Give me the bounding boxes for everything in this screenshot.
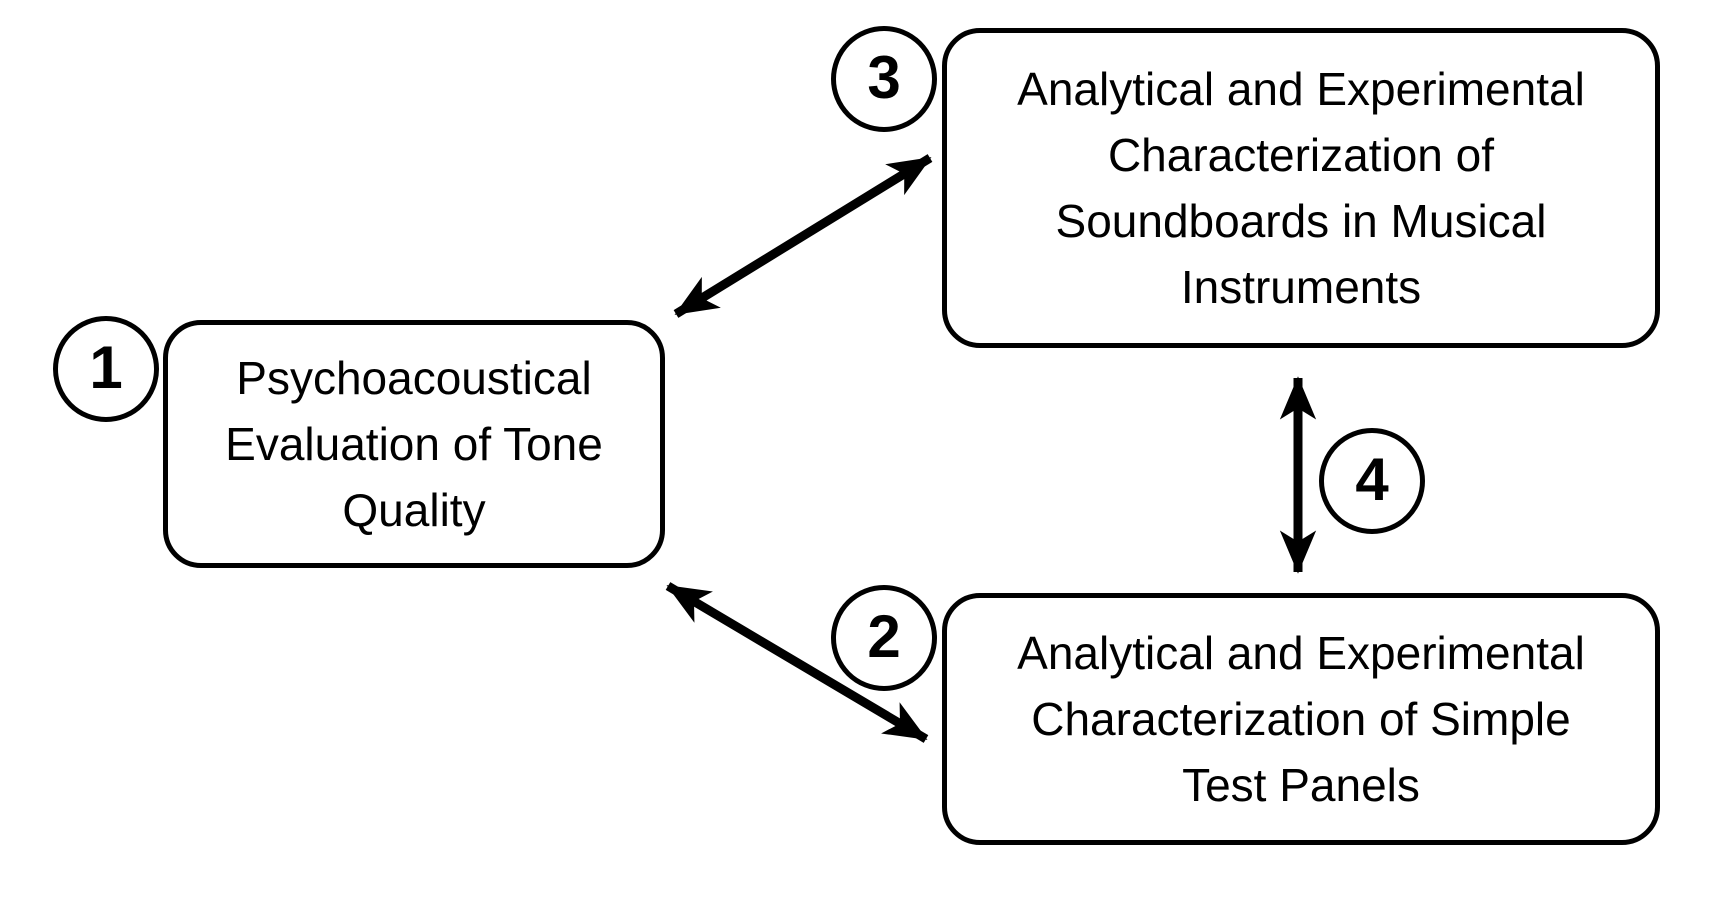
badge-1-number: 1 — [89, 334, 123, 401]
badge-1-circle: 1 — [53, 316, 159, 422]
arrow-tone-quality-test-panels — [665, 582, 929, 743]
badge-4-circle: 4 — [1319, 428, 1425, 534]
node-soundboards: Analytical and Experimental Characteriza… — [942, 28, 1660, 348]
badge-3-number: 3 — [867, 44, 901, 111]
badge-2-number: 2 — [867, 603, 901, 670]
node-tone-quality-label: Psychoacoustical Evaluation of Tone Qual… — [225, 352, 603, 536]
arrow-tone-quality-soundboards — [673, 154, 933, 318]
node-tone-quality: Psychoacoustical Evaluation of Tone Qual… — [163, 320, 665, 568]
node-test-panels-label: Analytical and Experimental Characteriza… — [1017, 627, 1585, 811]
badge-3-circle: 3 — [831, 26, 937, 132]
badge-2-circle: 2 — [831, 585, 937, 691]
node-test-panels: Analytical and Experimental Characteriza… — [942, 593, 1660, 845]
node-soundboards-label: Analytical and Experimental Characteriza… — [1017, 63, 1585, 313]
badge-4-number: 4 — [1355, 446, 1389, 513]
